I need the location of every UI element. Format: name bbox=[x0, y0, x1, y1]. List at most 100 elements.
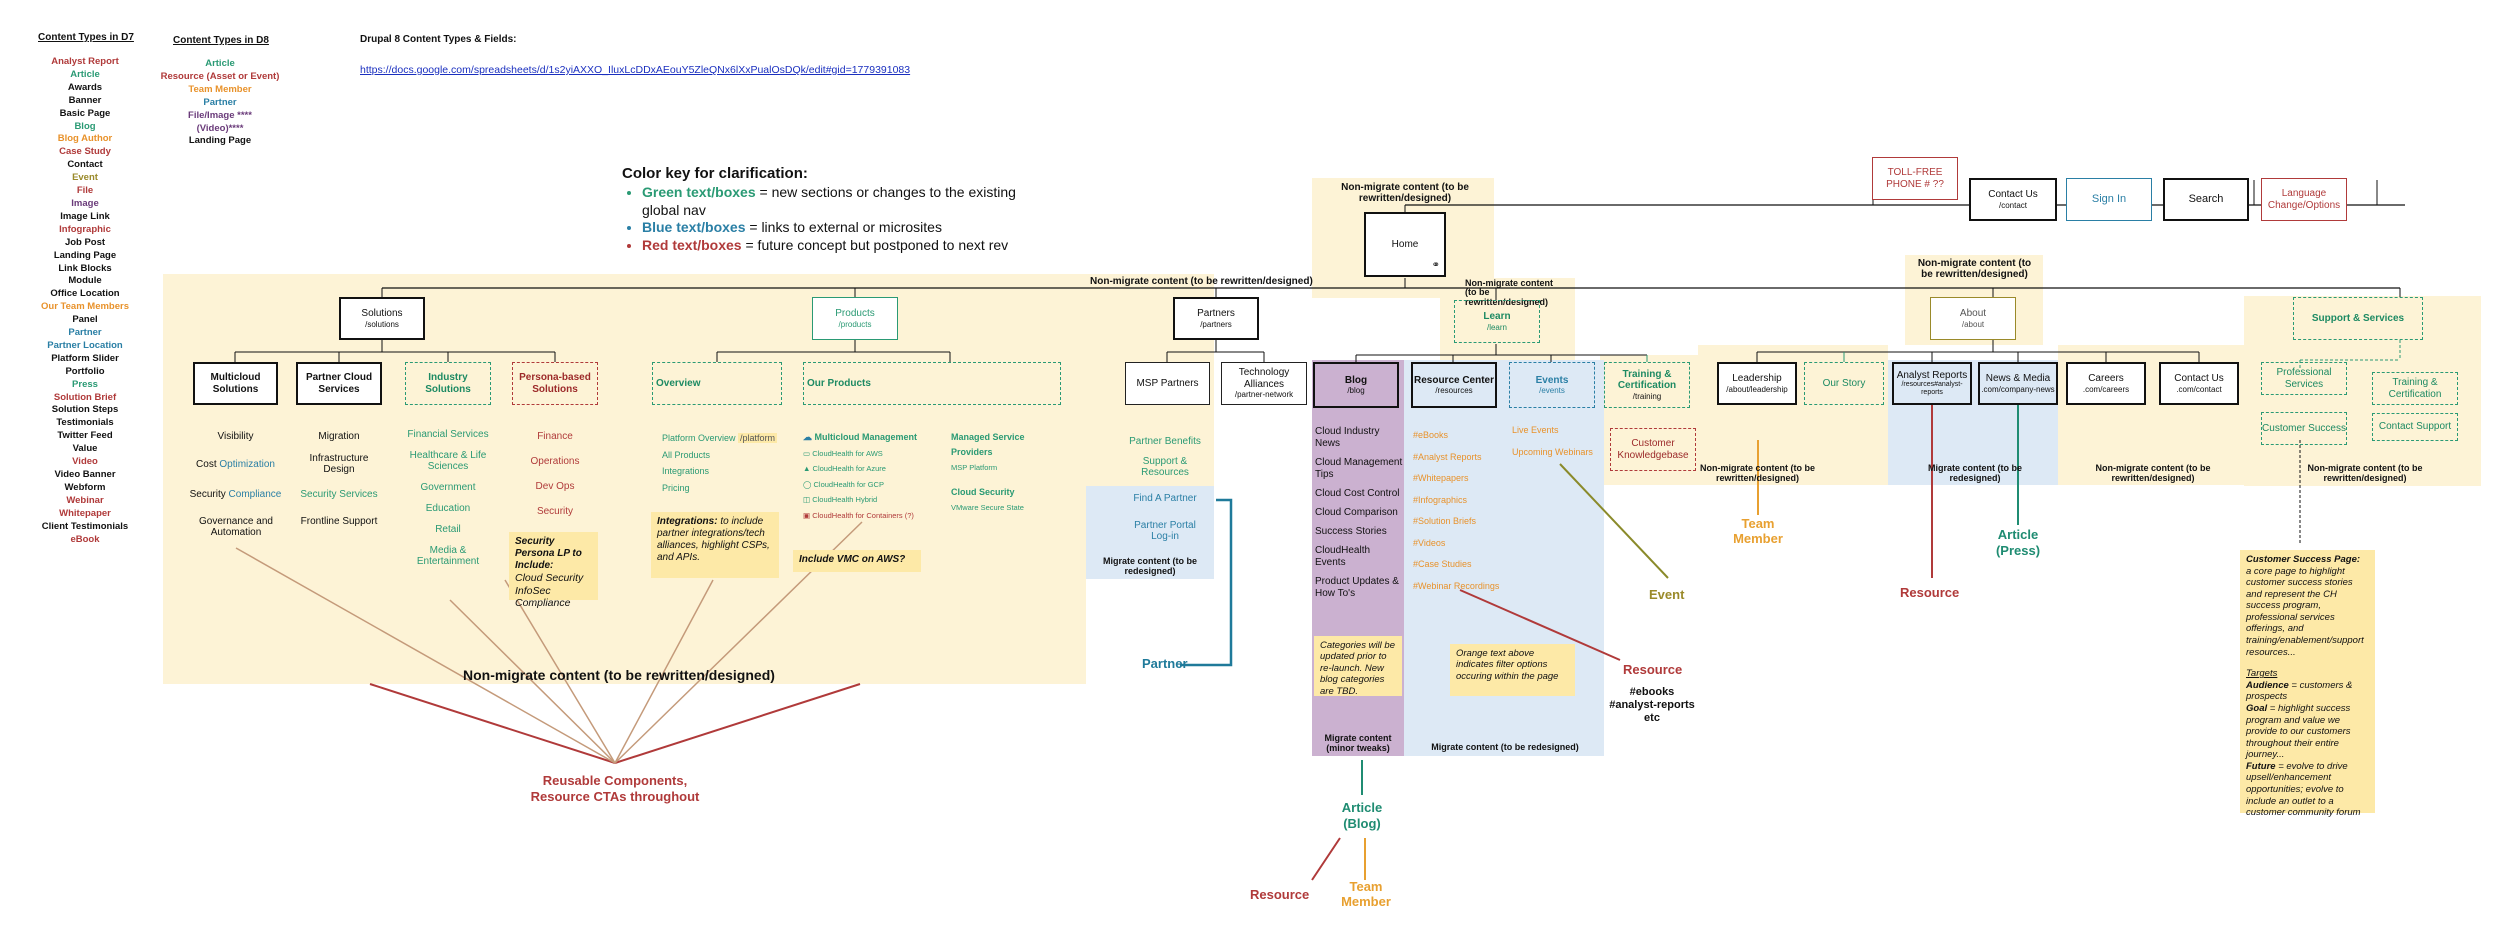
blog-category-success-stories[interactable]: Success Stories bbox=[1315, 526, 1387, 537]
drupal-spreadsheet-link[interactable]: https://docs.google.com/spreadsheets/d/1… bbox=[360, 64, 911, 76]
overview-item-integrations[interactable]: Integrations bbox=[662, 466, 710, 476]
our-product-gcp[interactable]: ◯ CloudHealth for GCP bbox=[803, 479, 884, 489]
industry-item-media-entertainment[interactable]: Media & Entertainment bbox=[416, 545, 480, 567]
article-press-callout: Article (Press) bbox=[1995, 527, 2041, 558]
d7-item-infographic: Infographic bbox=[59, 223, 111, 235]
partnercloud-item-migration[interactable]: Migration bbox=[318, 431, 360, 442]
blog-category-cloud-management-tips[interactable]: Cloud Management Tips bbox=[1315, 457, 1403, 480]
technology-alliances-box[interactable]: Technology Alliances /partner-network bbox=[1221, 362, 1307, 405]
multicloud-item-cost[interactable]: Cost Optimization bbox=[196, 459, 275, 470]
support-services-box[interactable]: Support & Services bbox=[2293, 297, 2423, 340]
careers-box[interactable]: Careers .com/careers bbox=[2066, 362, 2146, 405]
d8-title: Content Types in D8 bbox=[173, 35, 269, 46]
industry-item-financial-services[interactable]: Financial Services bbox=[407, 429, 489, 440]
overview-item-all-products[interactable]: All Products bbox=[662, 449, 711, 460]
partnercloud-item-security[interactable]: Security Services bbox=[300, 489, 378, 500]
overview-item-platform[interactable]: Platform Overview /platform bbox=[662, 433, 778, 443]
events-box[interactable]: Events /events bbox=[1509, 362, 1595, 408]
vmc-note: Include VMC on AWS? bbox=[793, 550, 921, 572]
industry-item-healthcare-life-sciences[interactable]: Healthcare & Life Sciences bbox=[409, 450, 487, 472]
blog-category-cloud-cost-control[interactable]: Cloud Cost Control bbox=[1315, 488, 1400, 499]
resource-filter-videos[interactable]: #Videos bbox=[1413, 537, 1446, 548]
partners-box[interactable]: Partners /partners bbox=[1173, 297, 1259, 340]
home-box[interactable]: Home ⚭ bbox=[1364, 212, 1446, 277]
about-path: /about bbox=[1961, 319, 1985, 329]
news-media-box[interactable]: News & Media .com/company-news bbox=[1978, 362, 2058, 405]
blog-category-product-updates-how-to-s[interactable]: Product Updates & How To's bbox=[1315, 576, 1399, 599]
analyst-reports-box[interactable]: Analyst Reports /resources#analyst-repor… bbox=[1892, 362, 1972, 405]
partner-cloud-services-box[interactable]: Partner Cloud Services bbox=[296, 362, 382, 405]
resource-filter-analyst-reports[interactable]: #Analyst Reports bbox=[1413, 451, 1482, 462]
persona-item-operations[interactable]: Operations bbox=[530, 456, 580, 467]
find-a-partner-item[interactable]: Find A Partner bbox=[1133, 493, 1197, 504]
our-product-azure[interactable]: ▲ CloudHealth for Azure bbox=[803, 464, 886, 473]
resource-filter-infographics[interactable]: #Infographics bbox=[1413, 494, 1468, 505]
multicloud-item-security[interactable]: Security Compliance bbox=[189, 489, 282, 500]
overview-box[interactable]: Overview bbox=[652, 362, 782, 405]
persona-item-finance[interactable]: Finance bbox=[537, 431, 573, 442]
about-contact-box[interactable]: Contact Us .com/contact bbox=[2159, 362, 2239, 405]
industry-item-government[interactable]: Government bbox=[420, 482, 476, 493]
upcoming-webinars-item[interactable]: Upcoming Webinars bbox=[1512, 447, 1593, 457]
training-certification-box[interactable]: Training & Certification /training bbox=[1604, 362, 1690, 408]
industry-item-education[interactable]: Education bbox=[425, 503, 471, 514]
resource-filter-case-studies[interactable]: #Case Studies bbox=[1413, 559, 1472, 569]
d7-item-ebook: eBook bbox=[70, 533, 100, 545]
multicloud-item-visibility[interactable]: Visibility bbox=[217, 431, 254, 442]
resource-filter-ebooks[interactable]: #eBooks bbox=[1413, 430, 1449, 440]
article-blog-callout: Article (Blog) bbox=[1341, 800, 1383, 831]
secure-state-item[interactable]: VMware Secure State bbox=[951, 503, 1024, 512]
top-contact-us-button[interactable]: Contact Us /contact bbox=[1969, 178, 2057, 221]
leadership-box[interactable]: Leadership /about/leadership bbox=[1717, 362, 1797, 405]
learn-box[interactable]: Learn /learn bbox=[1454, 300, 1540, 343]
support-region bbox=[2244, 296, 2481, 486]
tollfree-phone-box[interactable]: TOLL-FREE PHONE # ?? bbox=[1872, 157, 1958, 200]
resource-filter-solution-briefs[interactable]: #Solution Briefs bbox=[1413, 516, 1477, 526]
persona-item-dev-ops[interactable]: Dev Ops bbox=[535, 481, 575, 492]
blog-category-cloud-comparison[interactable]: Cloud Comparison bbox=[1315, 507, 1398, 518]
our-products-box[interactable]: Our Products bbox=[803, 362, 1061, 405]
products-box[interactable]: Products /products bbox=[812, 297, 898, 340]
msp-platform-item[interactable]: MSP Platform bbox=[951, 463, 998, 472]
partner-benefits-item[interactable]: Partner Benefits bbox=[1129, 436, 1201, 447]
about-box[interactable]: About /about bbox=[1930, 297, 2016, 340]
industry-item-retail[interactable]: Retail bbox=[435, 524, 461, 535]
home-nonmigrate-label: Non-migrate content (to be rewritten/des… bbox=[1341, 182, 1469, 204]
multicloud-item-governance[interactable]: Governance and Automation bbox=[199, 516, 273, 538]
language-button[interactable]: Language Change/Options bbox=[2261, 178, 2347, 221]
resource-center-box[interactable]: Resource Center /resources bbox=[1411, 362, 1497, 408]
support-resources-item[interactable]: Support & Resources bbox=[1141, 456, 1189, 478]
professional-services-box[interactable]: Professional Services bbox=[2261, 362, 2347, 395]
solutions-box[interactable]: Solutions /solutions bbox=[339, 297, 425, 340]
persona-based-solutions-box[interactable]: Persona-based Solutions bbox=[512, 362, 598, 405]
d7-item-banner: Banner bbox=[68, 94, 102, 106]
partnercloud-item-infrastructure[interactable]: Infrastructure Design bbox=[309, 453, 369, 475]
blog-category-cloud-industry-news[interactable]: Cloud Industry News bbox=[1315, 426, 1380, 449]
search-button[interactable]: Search bbox=[2163, 178, 2249, 221]
our-product-hybrid[interactable]: ◫ CloudHealth Hybrid bbox=[803, 495, 878, 504]
overview-item-pricing[interactable]: Pricing bbox=[662, 482, 690, 493]
sign-in-button[interactable]: Sign In bbox=[2066, 178, 2152, 221]
msp-partners-box[interactable]: MSP Partners bbox=[1125, 362, 1210, 405]
multicloud-solutions-box[interactable]: Multicloud Solutions bbox=[193, 362, 278, 405]
persona-item-security[interactable]: Security bbox=[536, 506, 574, 517]
training-certification-support-box[interactable]: Training & Certification bbox=[2372, 372, 2458, 405]
contact-support-box[interactable]: Contact Support bbox=[2372, 413, 2458, 441]
cs-note-body: a core page to highlight customer succes… bbox=[2246, 565, 2364, 658]
resource-filter-whitepapers[interactable]: #Whitepapers bbox=[1413, 473, 1469, 483]
customer-success-box[interactable]: Customer Success bbox=[2261, 412, 2347, 445]
partner-callout: Partner bbox=[1142, 656, 1188, 671]
resource-filter-webinar-recordings[interactable]: #Webinar Recordings bbox=[1413, 580, 1500, 591]
blog-box[interactable]: Blog /blog bbox=[1313, 362, 1399, 408]
partnercloud-item-frontline[interactable]: Frontline Support bbox=[300, 516, 378, 527]
partners-label: Partners bbox=[1197, 308, 1235, 320]
partner-portal-item[interactable]: Partner Portal Log-in bbox=[1134, 520, 1196, 542]
our-product-containers[interactable]: ▣ CloudHealth for Containers (?) bbox=[803, 510, 914, 520]
our-product-aws[interactable]: ▭ CloudHealth for AWS bbox=[803, 448, 883, 458]
blog-category-cloudhealth-events[interactable]: CloudHealth Events bbox=[1315, 545, 1371, 568]
top-contact-label: Contact Us bbox=[1988, 189, 2038, 201]
live-events-item[interactable]: Live Events bbox=[1512, 425, 1559, 435]
customer-knowledgebase-box[interactable]: Customer Knowledgebase bbox=[1610, 428, 1696, 471]
industry-solutions-box[interactable]: Industry Solutions bbox=[405, 362, 491, 405]
our-story-box[interactable]: Our Story bbox=[1804, 362, 1884, 405]
